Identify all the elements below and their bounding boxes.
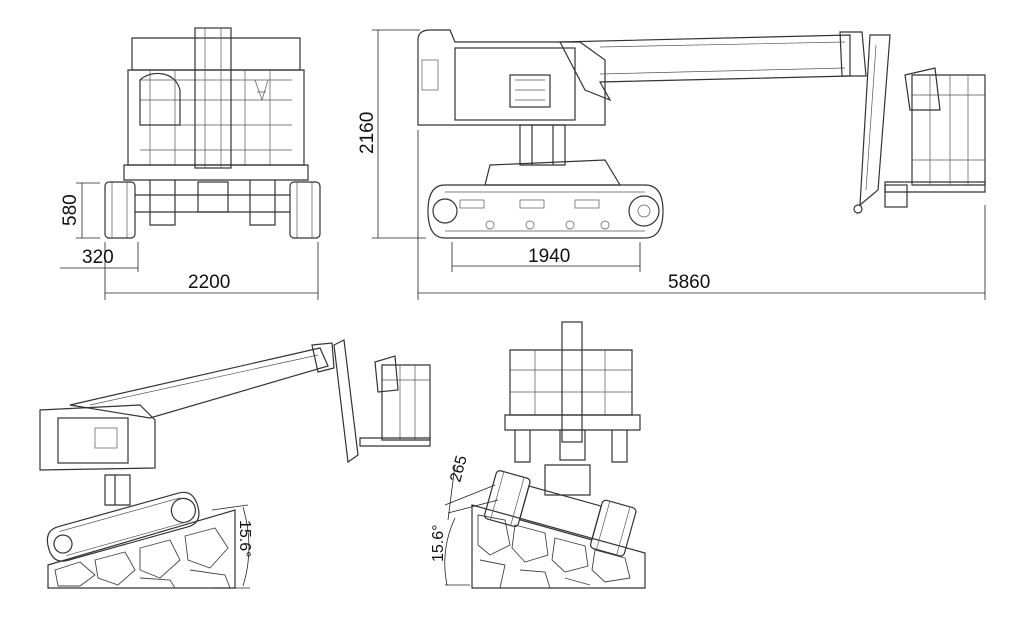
dim-slope-angle-rear: 15.6° — [430, 524, 447, 562]
slope-side-view — [39, 339, 431, 589]
slope-rear-view — [471, 321, 646, 589]
slope-side-dimensions: 15.6° — [211, 504, 253, 589]
dim-overall-width: 2200 — [188, 272, 230, 293]
front-view-dimensions: 580 320 2200 — [60, 182, 319, 300]
dim-stowed-height: 2160 — [357, 112, 378, 154]
side-view — [417, 29, 986, 239]
dim-overall-length: 5860 — [668, 272, 710, 293]
dim-track-width: 320 — [82, 247, 114, 268]
dim-offset: 265 — [447, 454, 470, 484]
side-view-dimensions: 2160 1940 5860 — [357, 29, 986, 300]
dim-track-length: 1940 — [528, 246, 570, 267]
dim-track-height: 580 — [60, 194, 81, 226]
dim-slope-angle-side: 15.6° — [236, 520, 253, 558]
front-view — [104, 27, 321, 239]
slope-rear-dimensions: 265 15.6° — [430, 454, 499, 586]
